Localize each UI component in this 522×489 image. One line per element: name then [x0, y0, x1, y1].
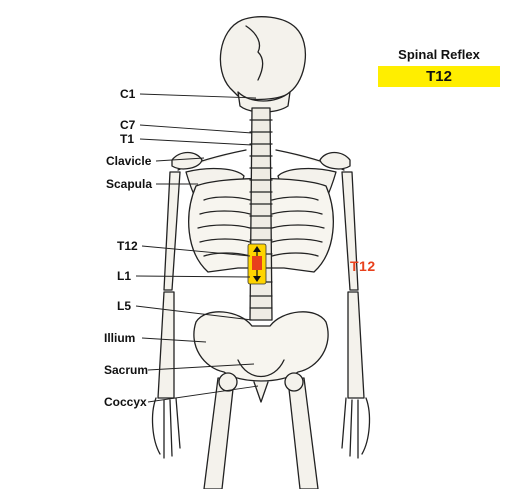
left-femur [203, 377, 235, 489]
label-l5: L5 [117, 299, 132, 313]
down-arrow-icon [253, 276, 261, 282]
label-t12: T12 [117, 239, 138, 253]
leader-l5 [135, 305, 253, 321]
label-clavicle: Clavicle [106, 154, 152, 168]
leader-l1 [135, 275, 251, 278]
right-femur [287, 377, 319, 489]
label-illium: Illium [104, 331, 136, 345]
panel-title: Spinal Reflex [398, 47, 480, 62]
left-forearm [157, 291, 175, 399]
highlight-level-label: T12 [350, 258, 376, 274]
label-c7: C7 [120, 118, 136, 132]
up-arrow-icon [253, 246, 261, 252]
left-hand [151, 397, 181, 459]
right-humerus [341, 171, 359, 291]
right-forearm [347, 291, 365, 399]
highlight-core [252, 256, 262, 270]
panel-level-box: T12 [378, 66, 500, 87]
leader-coccyx [147, 385, 259, 403]
skull [219, 16, 306, 101]
leader-t1 [139, 138, 253, 146]
label-sacrum: Sacrum [104, 363, 149, 377]
left-humerus [163, 171, 181, 291]
leader-sacrum [147, 363, 255, 371]
leader-illium [141, 337, 207, 343]
label-t1: T1 [120, 132, 135, 146]
spine [249, 107, 273, 321]
label-l1: L1 [117, 269, 132, 283]
label-scapula: Scapula [106, 177, 153, 191]
leader-c1 [139, 93, 257, 99]
pelvis [193, 311, 329, 382]
right-hand [341, 397, 371, 459]
label-coccyx: Coccyx [104, 395, 147, 409]
label-c1: C1 [120, 87, 136, 101]
leader-t12 [141, 245, 251, 257]
leader-c7 [139, 124, 253, 134]
leader-clavicle [155, 157, 205, 162]
